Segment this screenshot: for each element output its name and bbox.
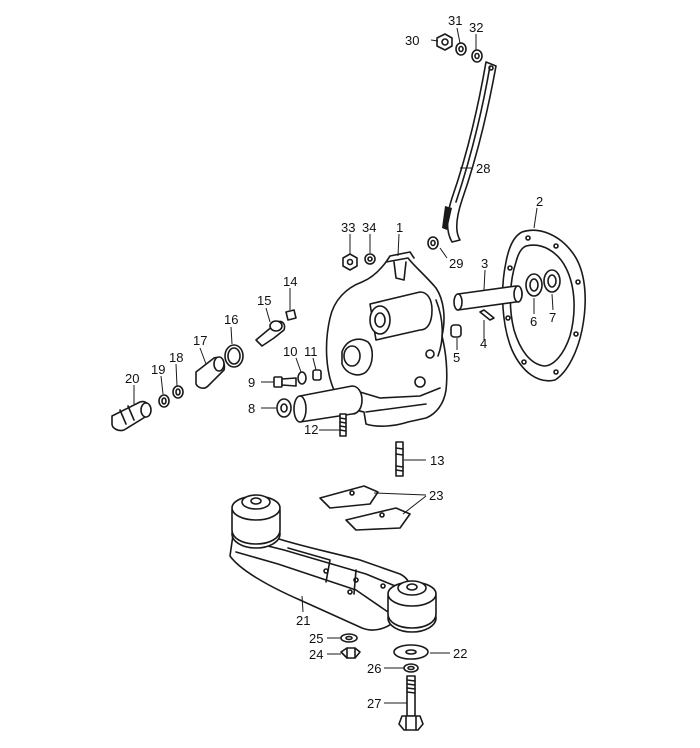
- pin-4: [479, 309, 495, 321]
- nut-24: [340, 647, 361, 659]
- ring-8: [276, 398, 292, 418]
- callout-9: 9: [248, 375, 255, 390]
- bolt-27: [398, 675, 424, 731]
- callout-30: 30: [405, 33, 419, 48]
- callout-22: 22: [453, 646, 467, 661]
- callout-labels: 1 2 3 4 5 6 7 8 9 10 11 12 13 14 15 16 1…: [125, 13, 556, 711]
- washer-32: [471, 49, 483, 63]
- shaft-3: [453, 285, 523, 311]
- gasket-2: [501, 229, 586, 382]
- screw-9: [273, 376, 297, 388]
- bolt-15: [255, 320, 286, 347]
- bracket-23a: [319, 485, 379, 509]
- callout-11: 11: [304, 344, 318, 359]
- washer-26: [403, 663, 419, 673]
- washer-19: [158, 394, 170, 408]
- callout-27: 27: [367, 696, 381, 711]
- callout-32: 32: [469, 20, 483, 35]
- nut-33: [342, 253, 358, 271]
- callout-29: 29: [449, 256, 463, 271]
- callout-10: 10: [283, 344, 297, 359]
- bush-10: [297, 371, 307, 385]
- callout-16: 16: [224, 312, 238, 327]
- sleeve-17: [195, 356, 226, 389]
- callout-26: 26: [367, 661, 381, 676]
- callout-31: 31: [448, 13, 462, 28]
- mount-right: [387, 580, 437, 633]
- callout-17: 17: [193, 333, 207, 348]
- seal-7: [543, 269, 561, 293]
- bush-5: [450, 324, 462, 338]
- callout-15: 15: [257, 293, 271, 308]
- callout-12: 12: [304, 422, 318, 437]
- washer-22: [393, 644, 429, 660]
- leader-lines: [133, 27, 554, 704]
- callout-7: 7: [549, 310, 556, 325]
- callout-6: 6: [530, 314, 537, 329]
- washer-31: [455, 42, 467, 56]
- callout-4: 4: [480, 336, 487, 351]
- oring-16: [224, 344, 244, 368]
- callout-8: 8: [248, 401, 255, 416]
- callout-21: 21: [296, 613, 310, 628]
- callout-20: 20: [125, 371, 139, 386]
- nut-30: [436, 33, 453, 51]
- cap-14: [285, 309, 297, 321]
- callout-28: 28: [476, 161, 490, 176]
- callout-14: 14: [283, 274, 297, 289]
- callout-25: 25: [309, 631, 323, 646]
- callout-19: 19: [151, 362, 165, 377]
- seal-6: [525, 273, 543, 297]
- callout-24: 24: [309, 647, 323, 662]
- washer-25: [340, 633, 358, 643]
- callout-1: 1: [396, 220, 403, 235]
- tube-8-shaft: [293, 385, 363, 423]
- washer-18: [172, 385, 184, 399]
- callout-5: 5: [453, 350, 460, 365]
- callout-3: 3: [481, 256, 488, 271]
- washer-34: [364, 253, 376, 265]
- stud-12: [339, 413, 347, 437]
- bush-11: [312, 369, 322, 381]
- callout-23: 23: [429, 488, 443, 503]
- mount-left: [231, 494, 281, 549]
- callout-18: 18: [169, 350, 183, 365]
- callout-33: 33: [341, 220, 355, 235]
- stud-13: [395, 441, 404, 477]
- callout-13: 13: [430, 453, 444, 468]
- washer-29: [427, 236, 439, 250]
- housing-1: [325, 251, 448, 427]
- bracket-23b: [345, 507, 411, 531]
- callout-2: 2: [536, 194, 543, 209]
- switch-20: [111, 400, 152, 432]
- callout-34: 34: [362, 220, 376, 235]
- strap-28: [442, 61, 497, 243]
